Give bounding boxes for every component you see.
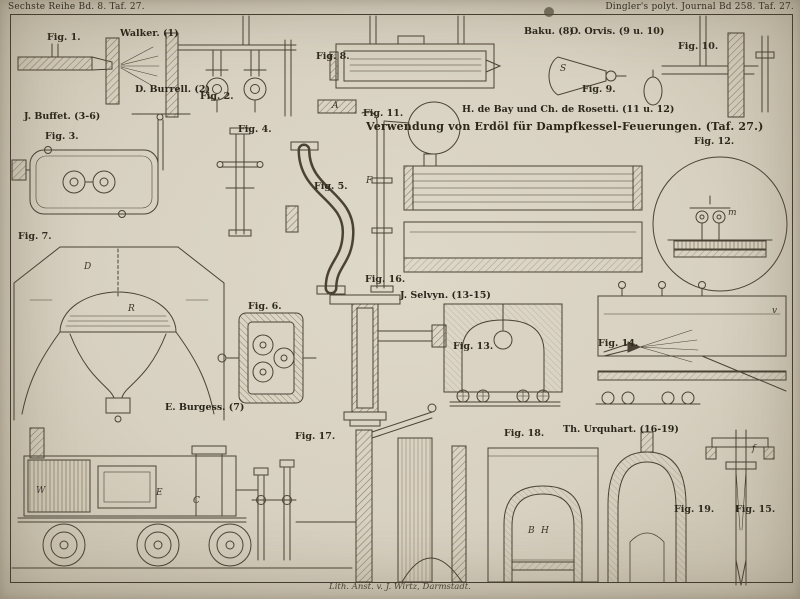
fig8-part-letter-a: A	[332, 101, 339, 111]
fig-8-label: Fig. 8.	[316, 51, 350, 62]
fig-3-label: Fig. 3.	[45, 131, 79, 142]
fig17-part-letter-c: C	[193, 496, 200, 506]
fig17-part-letter-e: E	[156, 488, 163, 498]
attribution-debay-rosetti: H. de Bay und Ch. de Rosetti. (11 u. 12)	[462, 104, 675, 115]
fig-14-label: Fig. 14.	[598, 338, 639, 349]
fig9-part-letter-s: S	[560, 64, 567, 74]
fig-4-label: Fig. 4.	[238, 124, 272, 135]
attribution-buffet: J. Buffet. (3-6)	[24, 111, 101, 122]
fig14-part-letter-v: v	[772, 306, 778, 316]
fig17-part-letter-w: W	[36, 486, 46, 496]
fig-13-label: Fig. 13.	[453, 341, 494, 352]
attribution-walker: Walker. (1)	[120, 28, 179, 39]
fig-11-label: Fig. 11.	[363, 108, 404, 119]
fig15-part-letter-f: f	[752, 444, 756, 454]
fig12-part-letter-m: m	[728, 208, 737, 218]
fig-2-label: Fig. 2.	[200, 91, 234, 102]
fig7-part-letter-r: R	[128, 304, 135, 314]
fig-19-label: Fig. 19.	[674, 504, 715, 515]
journal-header: Dingler's polyt. Journal Bd 258. Taf. 27…	[605, 2, 794, 12]
attribution-selwyn: J. Selvyn. (13-15)	[400, 290, 491, 301]
fig-5-label: Fig. 5.	[314, 181, 348, 192]
attribution-burgess: E. Burgess. (7)	[165, 402, 245, 413]
fig-17-label: Fig. 17.	[295, 431, 336, 442]
attribution-orvis: O. Orvis. (9 u. 10)	[570, 26, 665, 37]
fig-10-label: Fig. 10.	[678, 41, 719, 52]
fig-9-label: Fig. 9.	[582, 84, 616, 95]
lithographer-credit: Lith. Anst. v. J. Wirtz, Darmstadt.	[329, 582, 471, 592]
fig-12-label: Fig. 12.	[694, 136, 735, 147]
fig-7-label: Fig. 7.	[18, 231, 52, 242]
fig-15-label: Fig. 15.	[735, 504, 776, 515]
fig-18-label: Fig. 18.	[504, 428, 545, 439]
fig-16-label: Fig. 16.	[365, 274, 406, 285]
attribution-burrell: D. Burrell. (2)	[135, 84, 210, 95]
fig-6-label: Fig. 6.	[248, 301, 282, 312]
plate-title: Verwendung von Erdöl für Dampfkessel-Feu…	[366, 120, 764, 133]
fig18-part-letter-h: H	[541, 526, 549, 536]
attribution-baku: Baku. (8)	[524, 26, 574, 37]
fig7-part-letter-d: D	[84, 262, 92, 272]
attribution-urquhart: Th. Urquhart. (16-19)	[563, 424, 679, 435]
fig18-part-letter-b: B	[528, 526, 535, 536]
fig-1-label: Fig. 1.	[47, 32, 81, 43]
series-header: Sechste Reihe Bd. 8. Taf. 27.	[8, 2, 145, 12]
fig11-part-letter-f: F	[366, 176, 373, 186]
